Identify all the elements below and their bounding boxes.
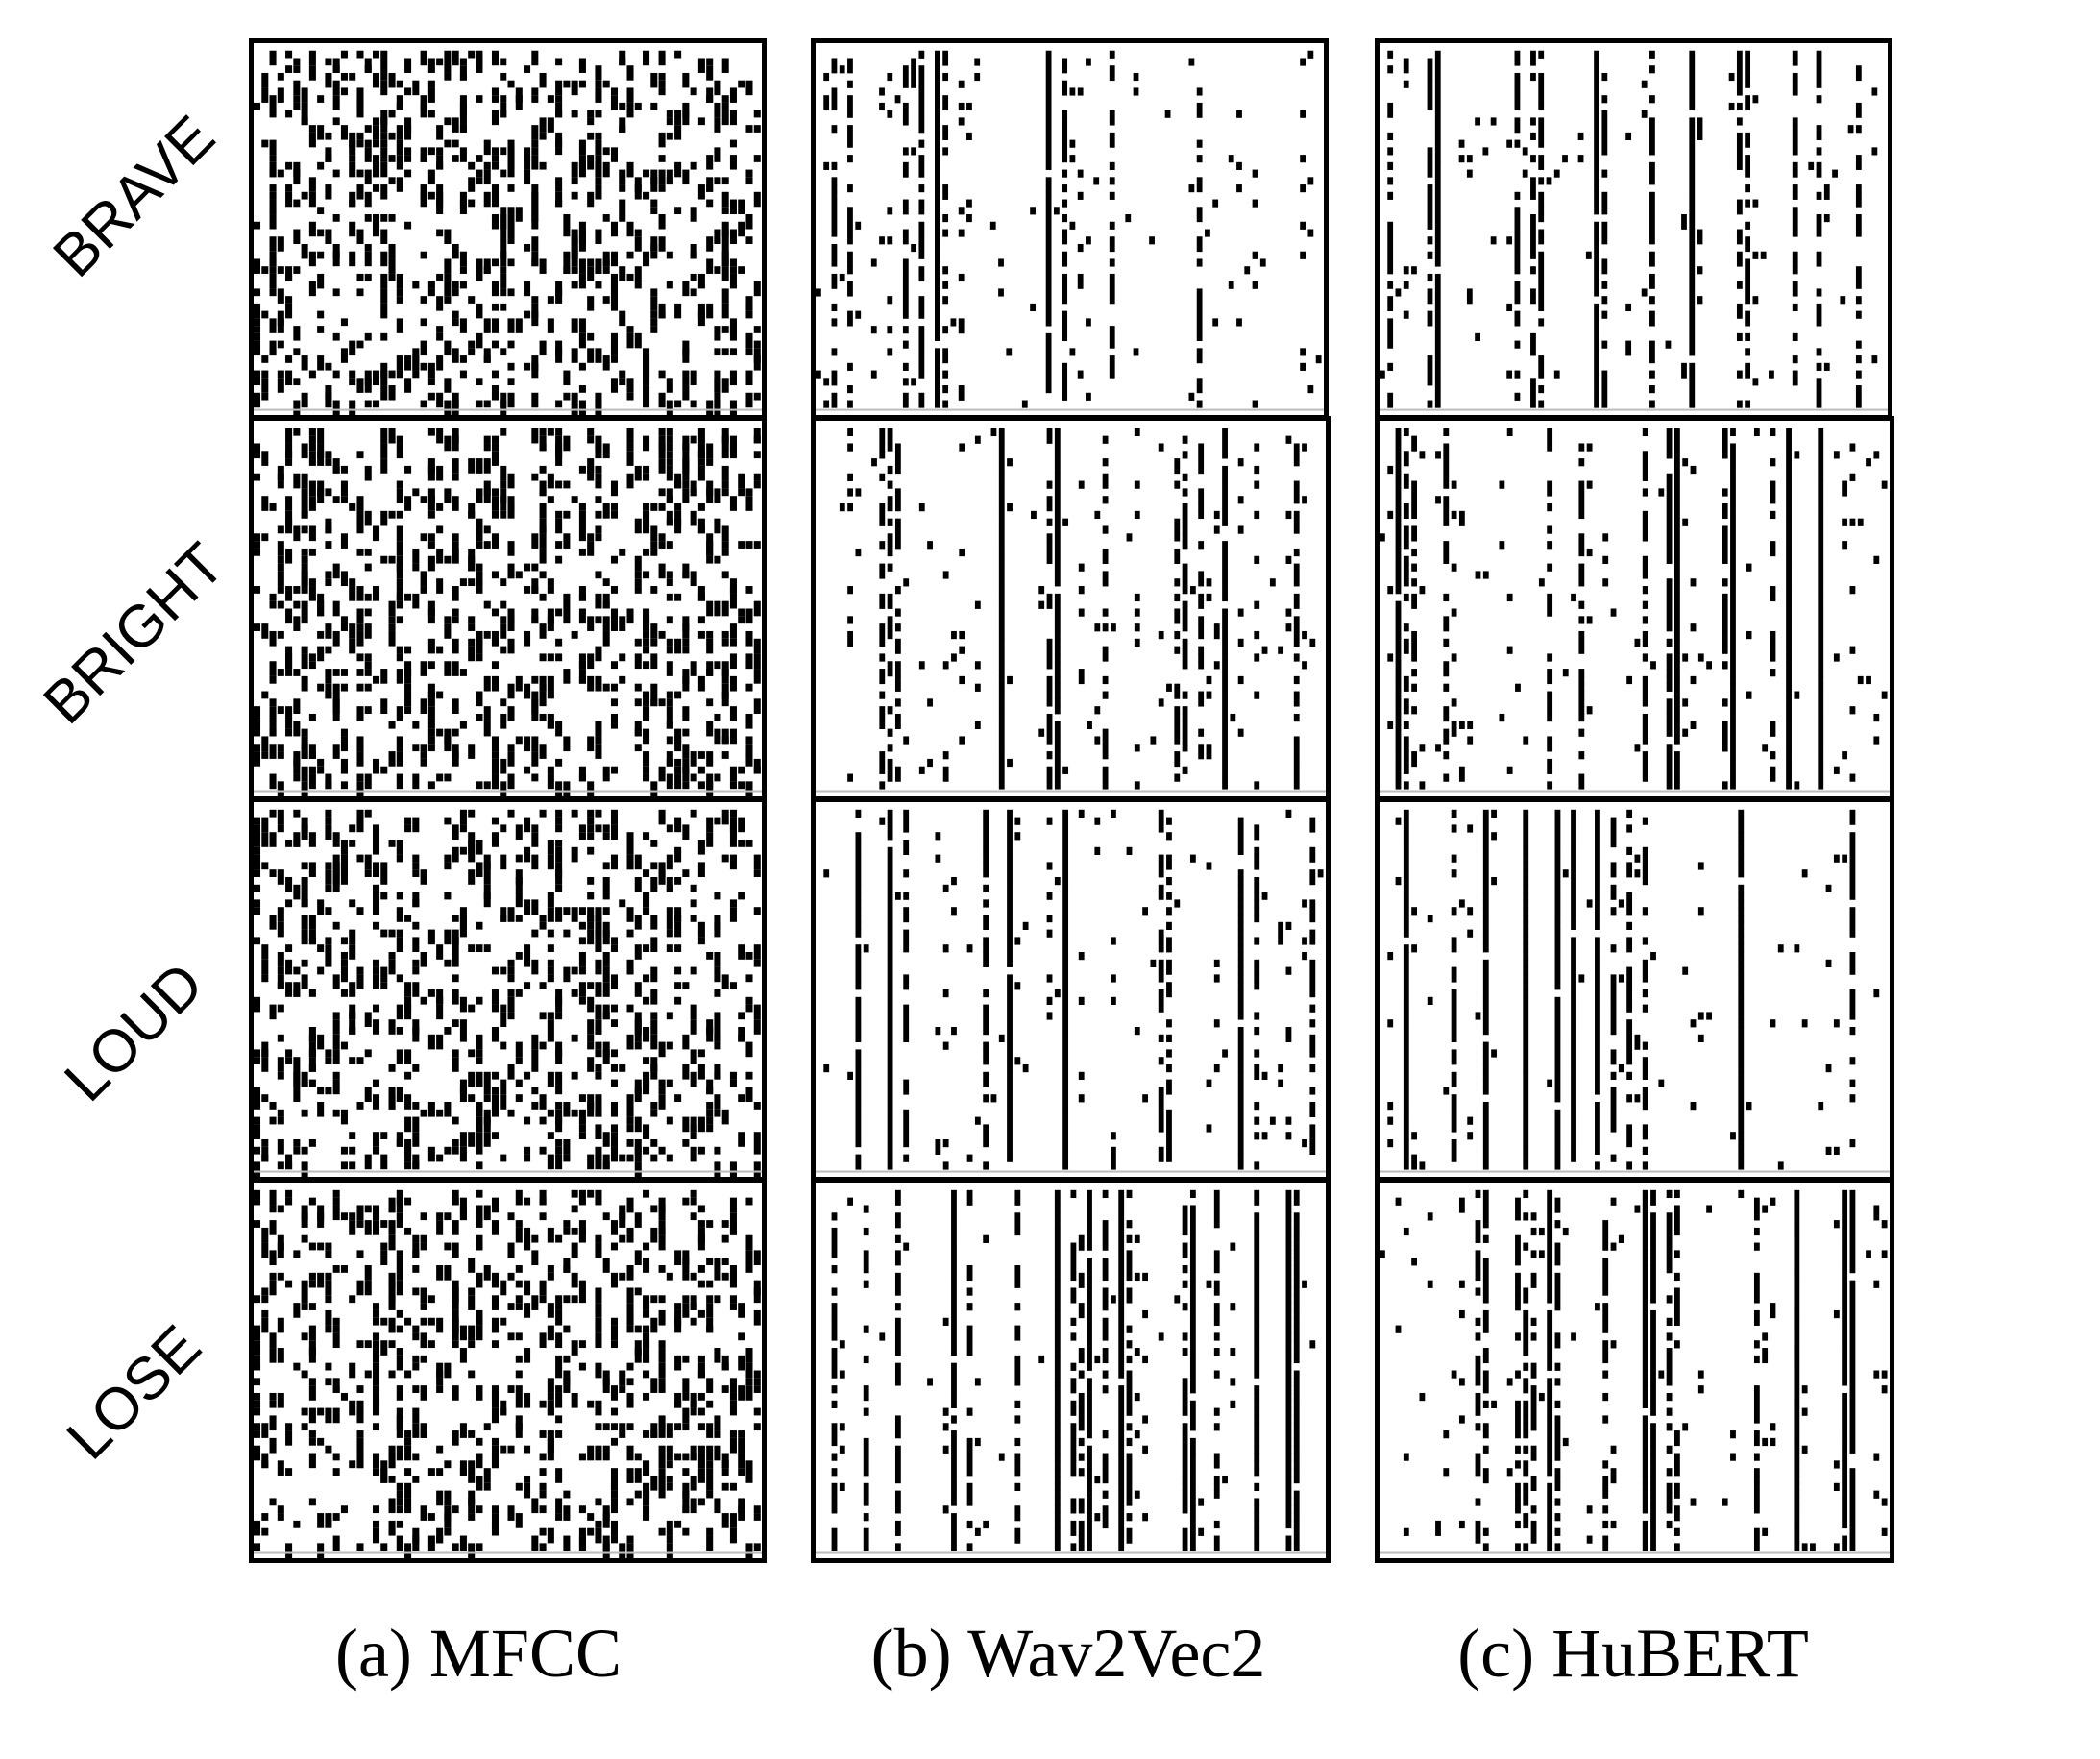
activation-pattern (1380, 809, 1890, 1173)
activation-pattern (816, 428, 1326, 793)
panel-bright-mfcc (249, 416, 767, 801)
panel-brave-hubert (1375, 38, 1892, 420)
caption-mfcc: (a) MFCC (334, 1615, 623, 1692)
panel-lose-wav2vec2 (811, 1178, 1331, 1563)
caption-wav2vec2: (b) Wav2Vec2 (870, 1615, 1266, 1692)
panel-loud-wav2vec2 (811, 797, 1331, 1182)
activation-pattern (816, 809, 1326, 1173)
activation-pattern (254, 428, 762, 796)
caption-hubert: (c) HuBERT (1457, 1615, 1809, 1692)
activation-pattern (816, 50, 1324, 411)
activation-pattern (1380, 50, 1888, 411)
panel-loud-mfcc (249, 797, 767, 1182)
panel-brave-wav2vec2 (811, 38, 1329, 420)
panel-bright-hubert (1375, 416, 1894, 801)
row-label-brave: BRAVE (40, 103, 228, 290)
activation-pattern (1380, 428, 1890, 793)
activation-pattern (254, 1189, 762, 1558)
panel-lose-hubert (1375, 1178, 1894, 1563)
row-label-loud: LOUD (52, 950, 216, 1114)
row-label-lose: LOSE (54, 1312, 214, 1473)
panel-bright-wav2vec2 (811, 416, 1331, 801)
activation-pattern (254, 50, 762, 415)
activation-pattern (254, 809, 762, 1177)
panel-lose-mfcc (249, 1178, 767, 1563)
panel-loud-hubert (1375, 797, 1894, 1182)
activation-pattern (816, 1189, 1326, 1554)
activation-pattern (1380, 1189, 1890, 1554)
row-label-bright: BRIGHT (31, 530, 237, 737)
panel-brave-mfcc (249, 38, 767, 420)
